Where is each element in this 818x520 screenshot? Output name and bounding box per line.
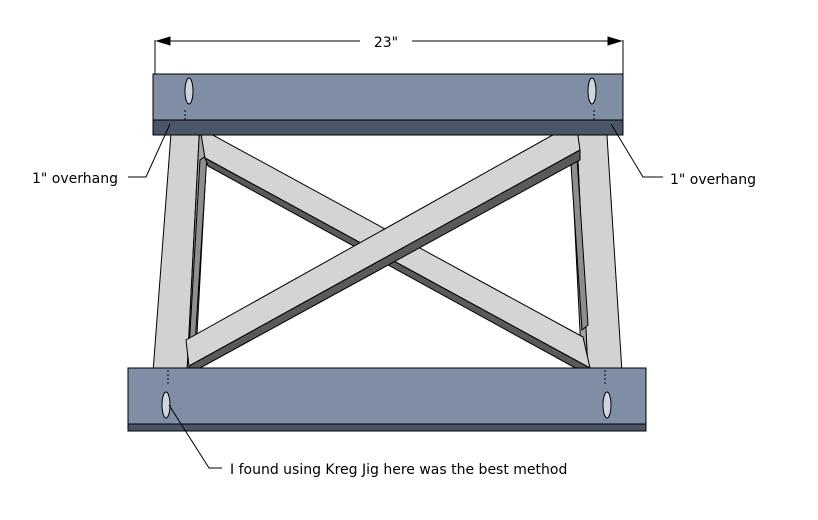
leader-lines [128, 123, 663, 469]
dimension-label: 23" [374, 35, 398, 51]
pocket-hole-icon [184, 77, 597, 105]
bottom-rail [127, 367, 647, 432]
right-overhang-label: 1" overhang [670, 172, 756, 188]
top-rail [152, 73, 624, 136]
dimension-line [154, 36, 624, 78]
diagonal-board-b [185, 121, 581, 375]
screw-marks [167, 110, 606, 385]
left-overhang-label: 1" overhang [32, 171, 118, 187]
pocket-hole-icon [161, 391, 612, 419]
kreg-jig-note: I found using Kreg Jig here was the best… [230, 462, 567, 478]
